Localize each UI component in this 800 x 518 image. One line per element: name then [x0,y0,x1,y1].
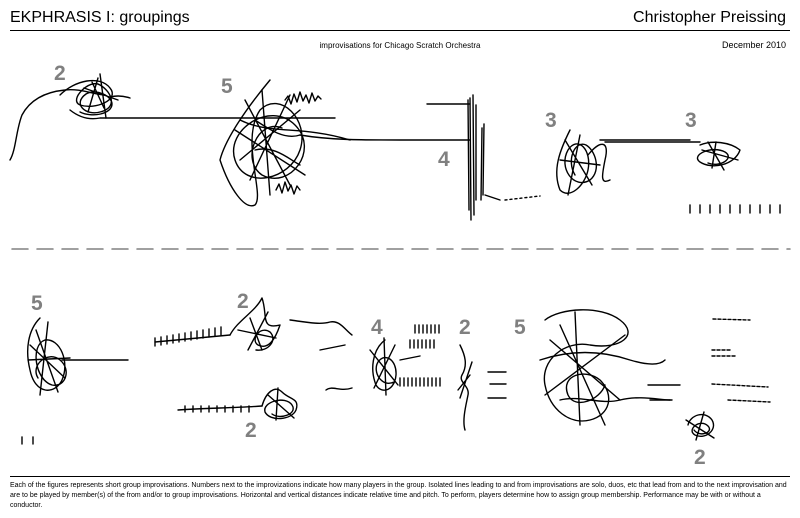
piece-date: December 2010 [721,40,786,50]
row2-group-2b-figure [177,387,298,421]
row1-group-3b-figure [604,141,741,171]
composer-name: Christopher Preissing [633,9,786,26]
group-count-r1-2: 5 [221,75,233,98]
row2-group-4-figure [325,324,441,396]
row1-group-4-figure [426,94,541,221]
row2-group-2d-figure [685,318,771,441]
header-rule [10,30,790,31]
group-count-r2-4: 2 [459,316,471,339]
footer-rule [10,476,790,477]
row2-group-2c-figure [457,344,507,431]
group-count-r1-5: 3 [685,109,697,132]
performance-instructions: Each of the figures represents short gro… [10,482,787,509]
group-count-r1-3: 4 [438,148,450,171]
group-count-r1-4: 3 [545,109,557,132]
row1-group-2-figure [9,73,336,161]
row2-group-5a-figure [21,317,129,445]
row1-tick-marks [689,204,781,214]
group-count-r1-1: 2 [54,62,66,85]
group-count-r2-6: 2 [245,419,257,442]
piece-subtitle: improvisations for Chicago Scratch Orche… [319,41,481,50]
group-count-r2-5: 5 [514,316,526,339]
group-count-r2-7: 2 [694,446,706,469]
row2-group-2a-figure [154,297,353,351]
group-count-r2-2: 2 [237,290,249,313]
piece-title: EKPHRASIS I: groupings [10,9,190,26]
group-count-r2-1: 5 [31,292,43,315]
row1-group-3a-figure [556,129,691,196]
group-count-r2-3: 4 [371,316,383,339]
row2-group-5b-figure [539,309,681,426]
row1-group-5-figure [219,79,471,207]
